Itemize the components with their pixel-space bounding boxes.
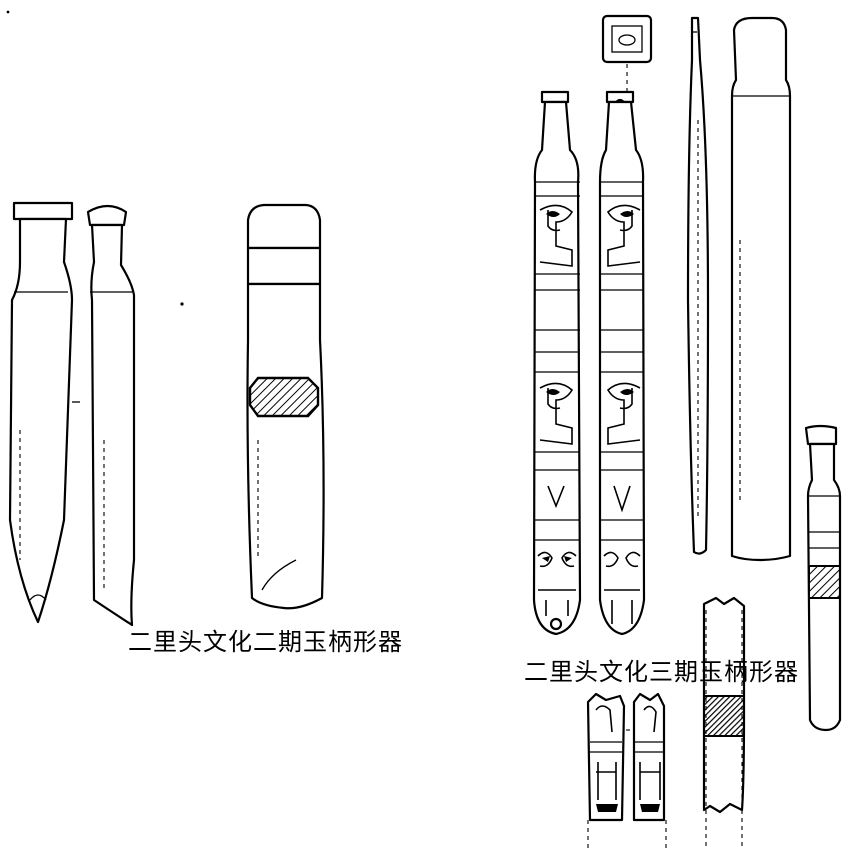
slender-rod-side-view bbox=[686, 16, 710, 555]
wide-handle-front-view bbox=[730, 16, 792, 562]
speck-mark bbox=[180, 302, 184, 306]
handle-artifact-side-view-2 bbox=[86, 204, 136, 627]
carved-handle-side-view bbox=[598, 90, 646, 636]
square-cap-top-view bbox=[601, 14, 653, 92]
fragment-pair-bottom bbox=[586, 692, 667, 852]
carved-handle-front-view bbox=[532, 90, 582, 636]
small-handle-with-section bbox=[804, 424, 842, 732]
broken-fragment-with-section bbox=[702, 596, 746, 850]
flat-handle-with-section bbox=[246, 203, 325, 610]
handle-artifact-side-view-1 bbox=[8, 201, 80, 624]
caption-phase-2: 二里头文化二期玉柄形器 bbox=[128, 628, 403, 656]
caption-phase-3: 二里头文化三期玉柄形器 bbox=[524, 658, 799, 686]
speck-mark bbox=[6, 10, 10, 14]
